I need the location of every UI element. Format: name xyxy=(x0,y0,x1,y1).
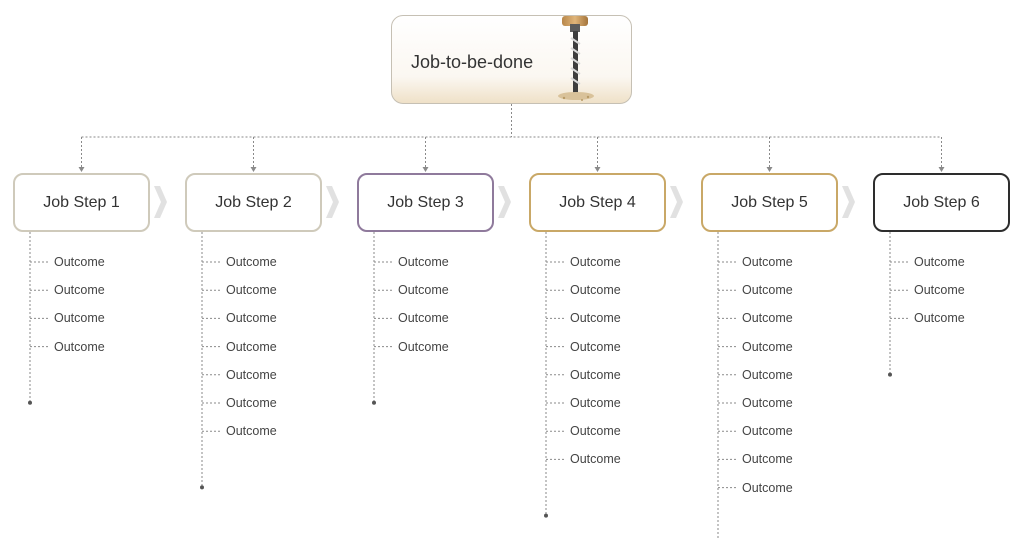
step-chevron xyxy=(842,186,855,218)
outcome-item: Outcome xyxy=(742,396,793,410)
outcome-item: Outcome xyxy=(742,339,793,354)
step-chevron xyxy=(670,186,683,218)
step-chevron xyxy=(326,186,339,218)
job-step-label: Job Step 4 xyxy=(559,193,636,211)
job-step-box: Job Step 6 xyxy=(873,173,1010,232)
outcome-item: Outcome xyxy=(226,367,277,382)
outcome-item: Outcome xyxy=(226,424,277,439)
job-step-label: Job Step 6 xyxy=(903,193,980,211)
job-step-label: Job Step 5 xyxy=(731,193,808,211)
job-step-box: Job Step 4 xyxy=(529,173,666,232)
outcome-item: Outcome xyxy=(54,283,105,298)
arrowhead xyxy=(594,167,601,172)
job-step-box: Job Step 3 xyxy=(357,173,494,232)
outcome-item: Outcome xyxy=(570,283,621,298)
arrowhead xyxy=(766,167,773,172)
outcome-item: Outcome xyxy=(398,339,449,354)
outcome-item: Outcome xyxy=(742,255,793,269)
outcome-item: Outcome xyxy=(570,367,621,382)
outcome-item: Outcome xyxy=(54,339,105,354)
outcome-item: Outcome xyxy=(54,255,105,269)
step-chevron xyxy=(498,186,511,218)
outcome-item: Outcome xyxy=(226,396,277,410)
job-step-box: Job Step 1 xyxy=(13,173,150,232)
step-chevron xyxy=(154,186,167,218)
outcome-item: Outcome xyxy=(570,255,621,269)
outcome-item: Outcome xyxy=(742,424,793,439)
arrowhead xyxy=(250,167,257,172)
outcome-item: Outcome xyxy=(742,480,793,495)
outcome-item: Outcome xyxy=(914,283,965,298)
outcome-item: Outcome xyxy=(226,339,277,354)
arrowhead xyxy=(78,167,85,172)
spine-end-dot xyxy=(28,400,32,405)
job-to-be-done-box: Job-to-be-done xyxy=(391,15,632,104)
job-step-box: Job Step 2 xyxy=(185,173,322,232)
job-step-label: Job Step 1 xyxy=(43,193,120,211)
spine-end-dot xyxy=(200,485,204,490)
arrowhead xyxy=(422,167,429,172)
outcome-item: Outcome xyxy=(914,311,965,326)
outcome-item: Outcome xyxy=(570,424,621,439)
outcome-item: Outcome xyxy=(226,283,277,298)
job-step-label: Job Step 2 xyxy=(215,193,292,211)
spine-end-dot xyxy=(372,400,376,405)
arrowhead xyxy=(938,167,945,172)
job-step-label: Job Step 3 xyxy=(387,193,464,211)
outcome-item: Outcome xyxy=(570,311,621,326)
outcome-item: Outcome xyxy=(570,452,621,467)
outcome-item: Outcome xyxy=(226,311,277,326)
outcome-item: Outcome xyxy=(398,283,449,298)
outcome-item: Outcome xyxy=(742,283,793,298)
outcome-item: Outcome xyxy=(398,311,449,326)
outcome-item: Outcome xyxy=(398,255,449,269)
job-step-box: Job Step 5 xyxy=(701,173,838,232)
outcome-item: Outcome xyxy=(742,452,793,467)
outcome-item: Outcome xyxy=(914,255,965,269)
spine-end-dot xyxy=(888,372,892,377)
outcome-item: Outcome xyxy=(742,367,793,382)
outcome-item: Outcome xyxy=(570,396,621,410)
outcome-item: Outcome xyxy=(226,255,277,269)
outcome-item: Outcome xyxy=(742,311,793,326)
root-title: Job-to-be-done xyxy=(411,52,534,72)
outcome-item: Outcome xyxy=(570,339,621,354)
spine-end-dot xyxy=(544,513,548,518)
outcome-item: Outcome xyxy=(54,311,105,326)
drill-bit-icon xyxy=(558,16,594,101)
